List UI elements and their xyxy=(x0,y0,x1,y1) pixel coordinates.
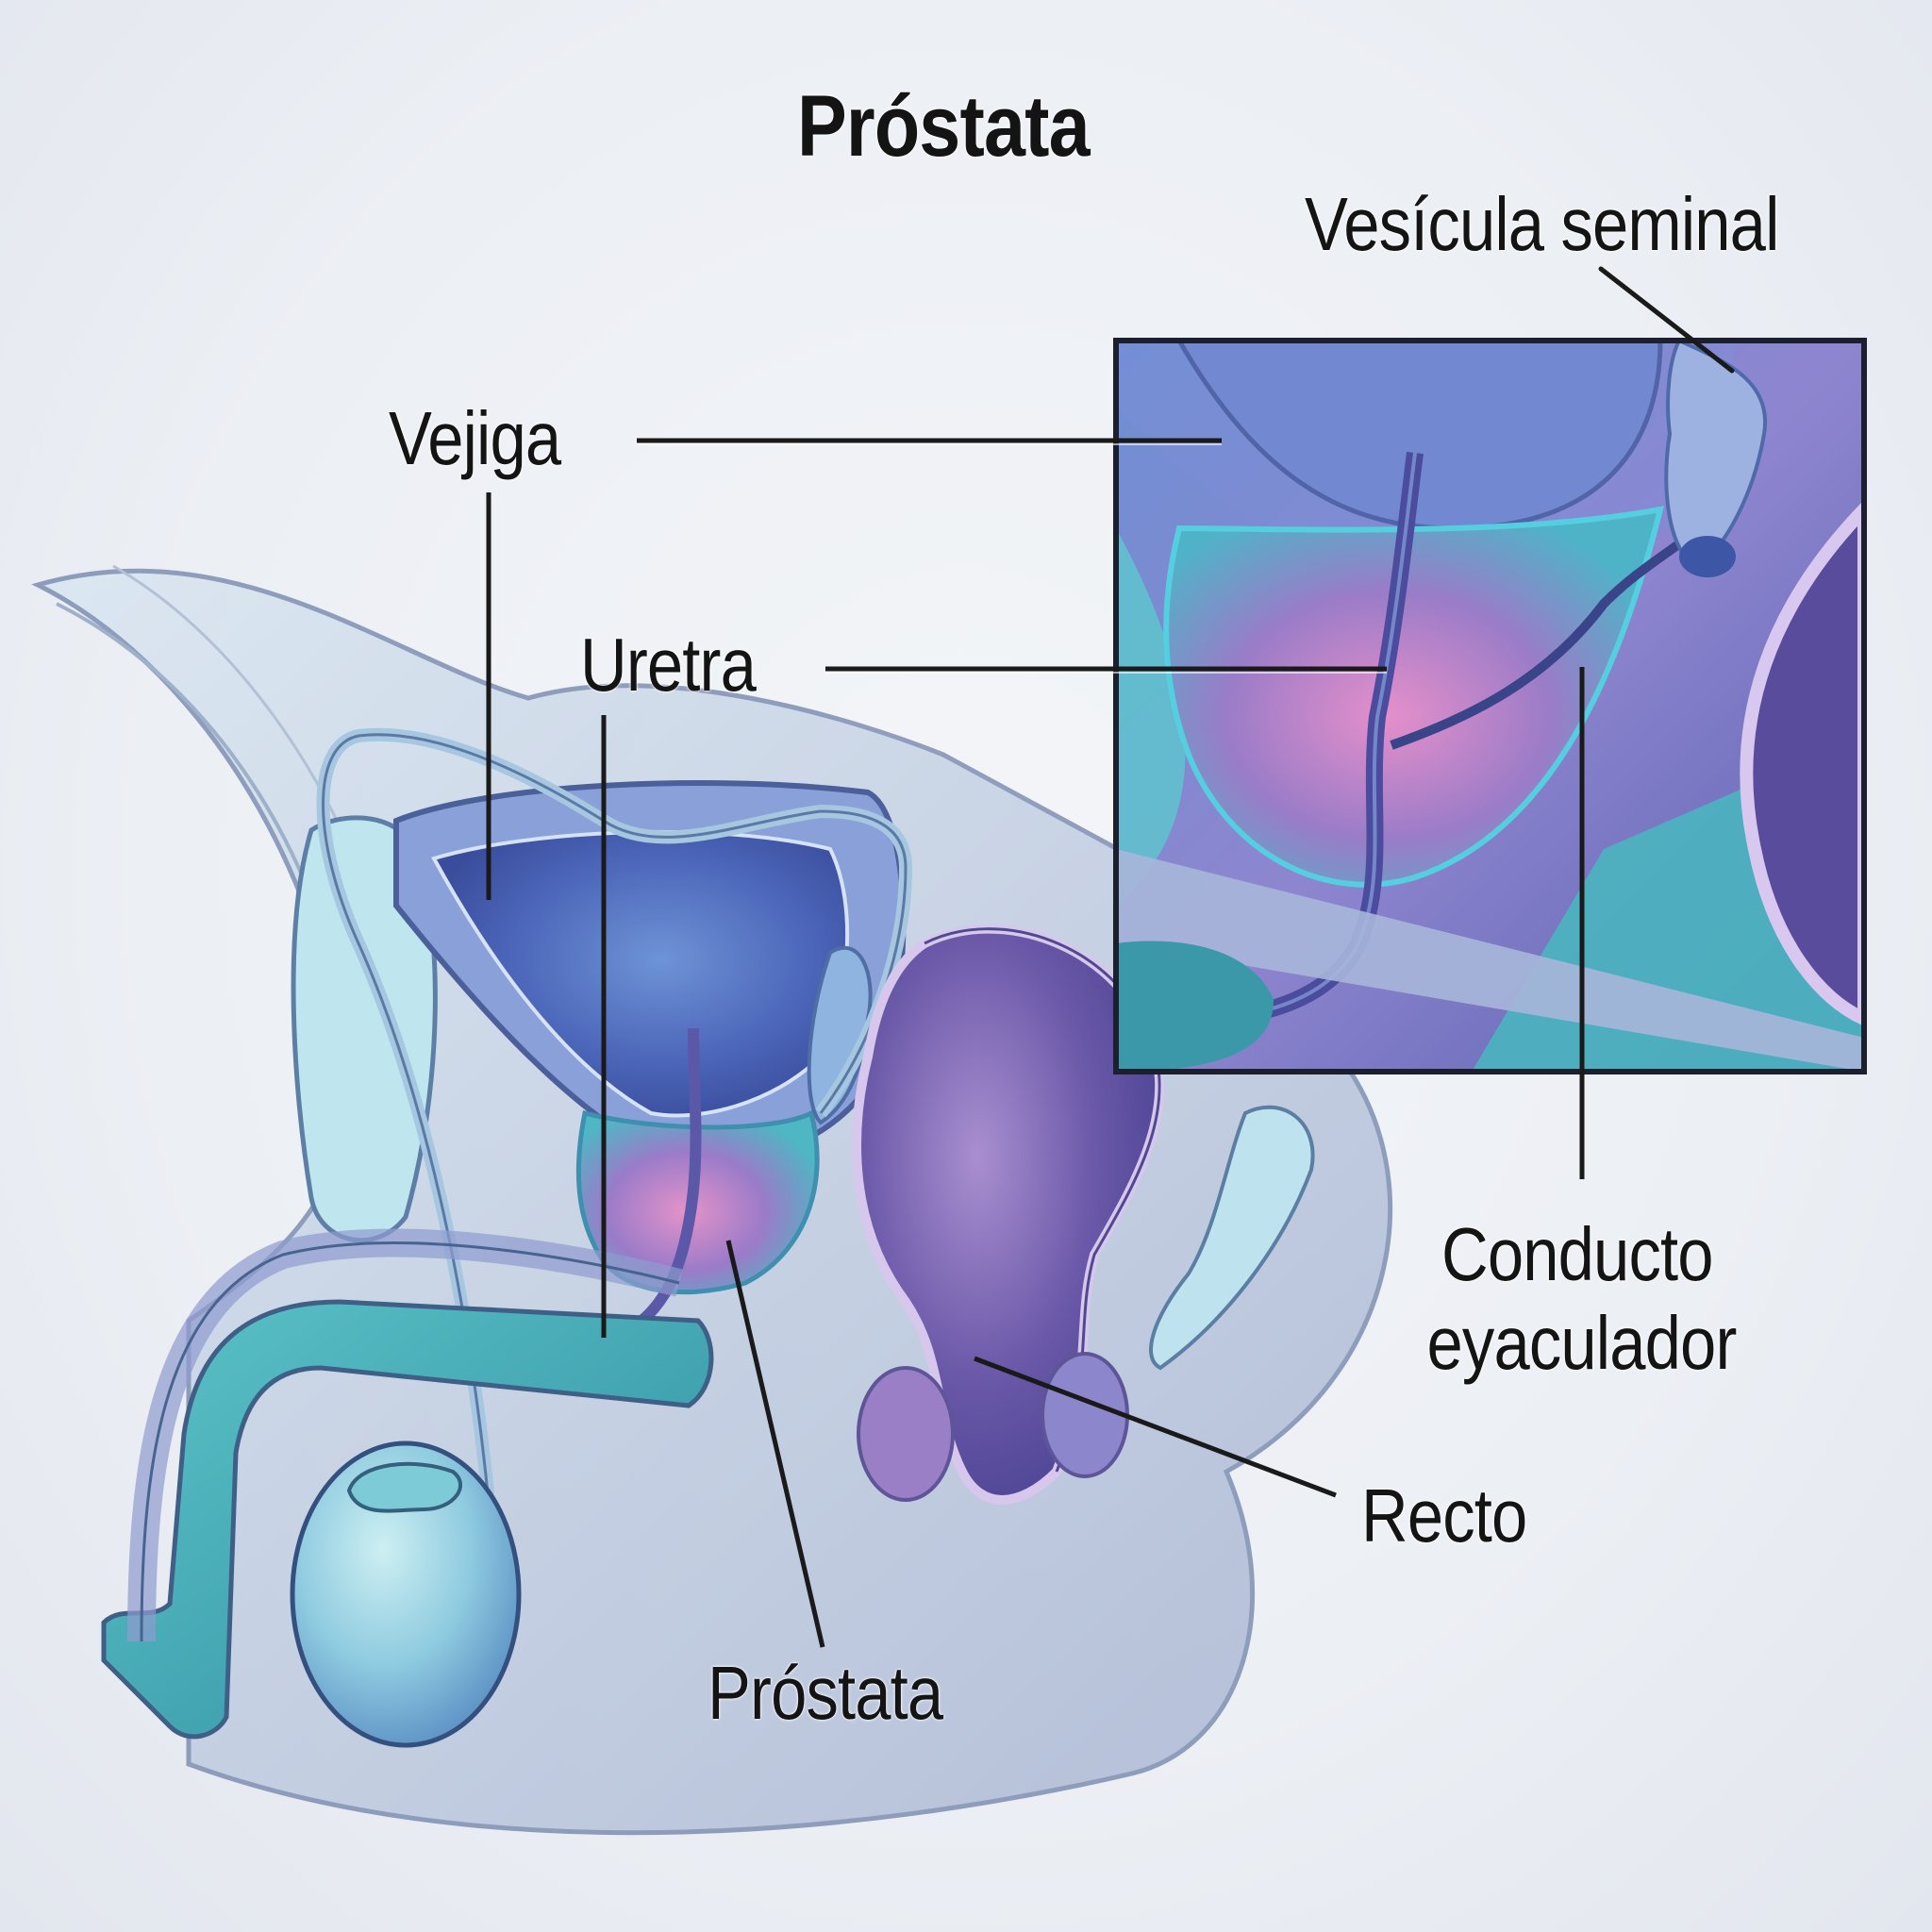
leader-recto xyxy=(974,1356,1337,1498)
seminal-vesicle xyxy=(807,945,873,1125)
prostate xyxy=(575,1109,820,1295)
penis xyxy=(101,1299,714,1740)
sphincter-left xyxy=(857,1366,955,1502)
page-title: Próstata xyxy=(797,78,1091,175)
label-conducto-eyaculador: Conducto eyaculador xyxy=(1427,1210,1738,1389)
label-prostata: Próstata xyxy=(708,1651,943,1735)
label-uretra: Uretra xyxy=(580,623,757,707)
inset-border xyxy=(1113,338,1867,1074)
label-recto: Recto xyxy=(1361,1474,1527,1557)
leader-lines xyxy=(486,266,1735,1648)
coccyx xyxy=(1149,1105,1315,1371)
sphincter-right xyxy=(1041,1352,1129,1478)
testis xyxy=(290,1441,522,1748)
leader-vesicula-seminal xyxy=(1598,266,1735,374)
label-vesicula-seminal: Vesícula seminal xyxy=(1305,182,1779,266)
label-conducto-line2: eyaculador xyxy=(1426,1301,1738,1386)
label-conducto-line1: Conducto xyxy=(1441,1212,1714,1296)
leader-prostata xyxy=(725,1240,825,1648)
inset-zoom-view xyxy=(1113,338,1867,1074)
label-vejiga: Vejiga xyxy=(389,396,561,480)
